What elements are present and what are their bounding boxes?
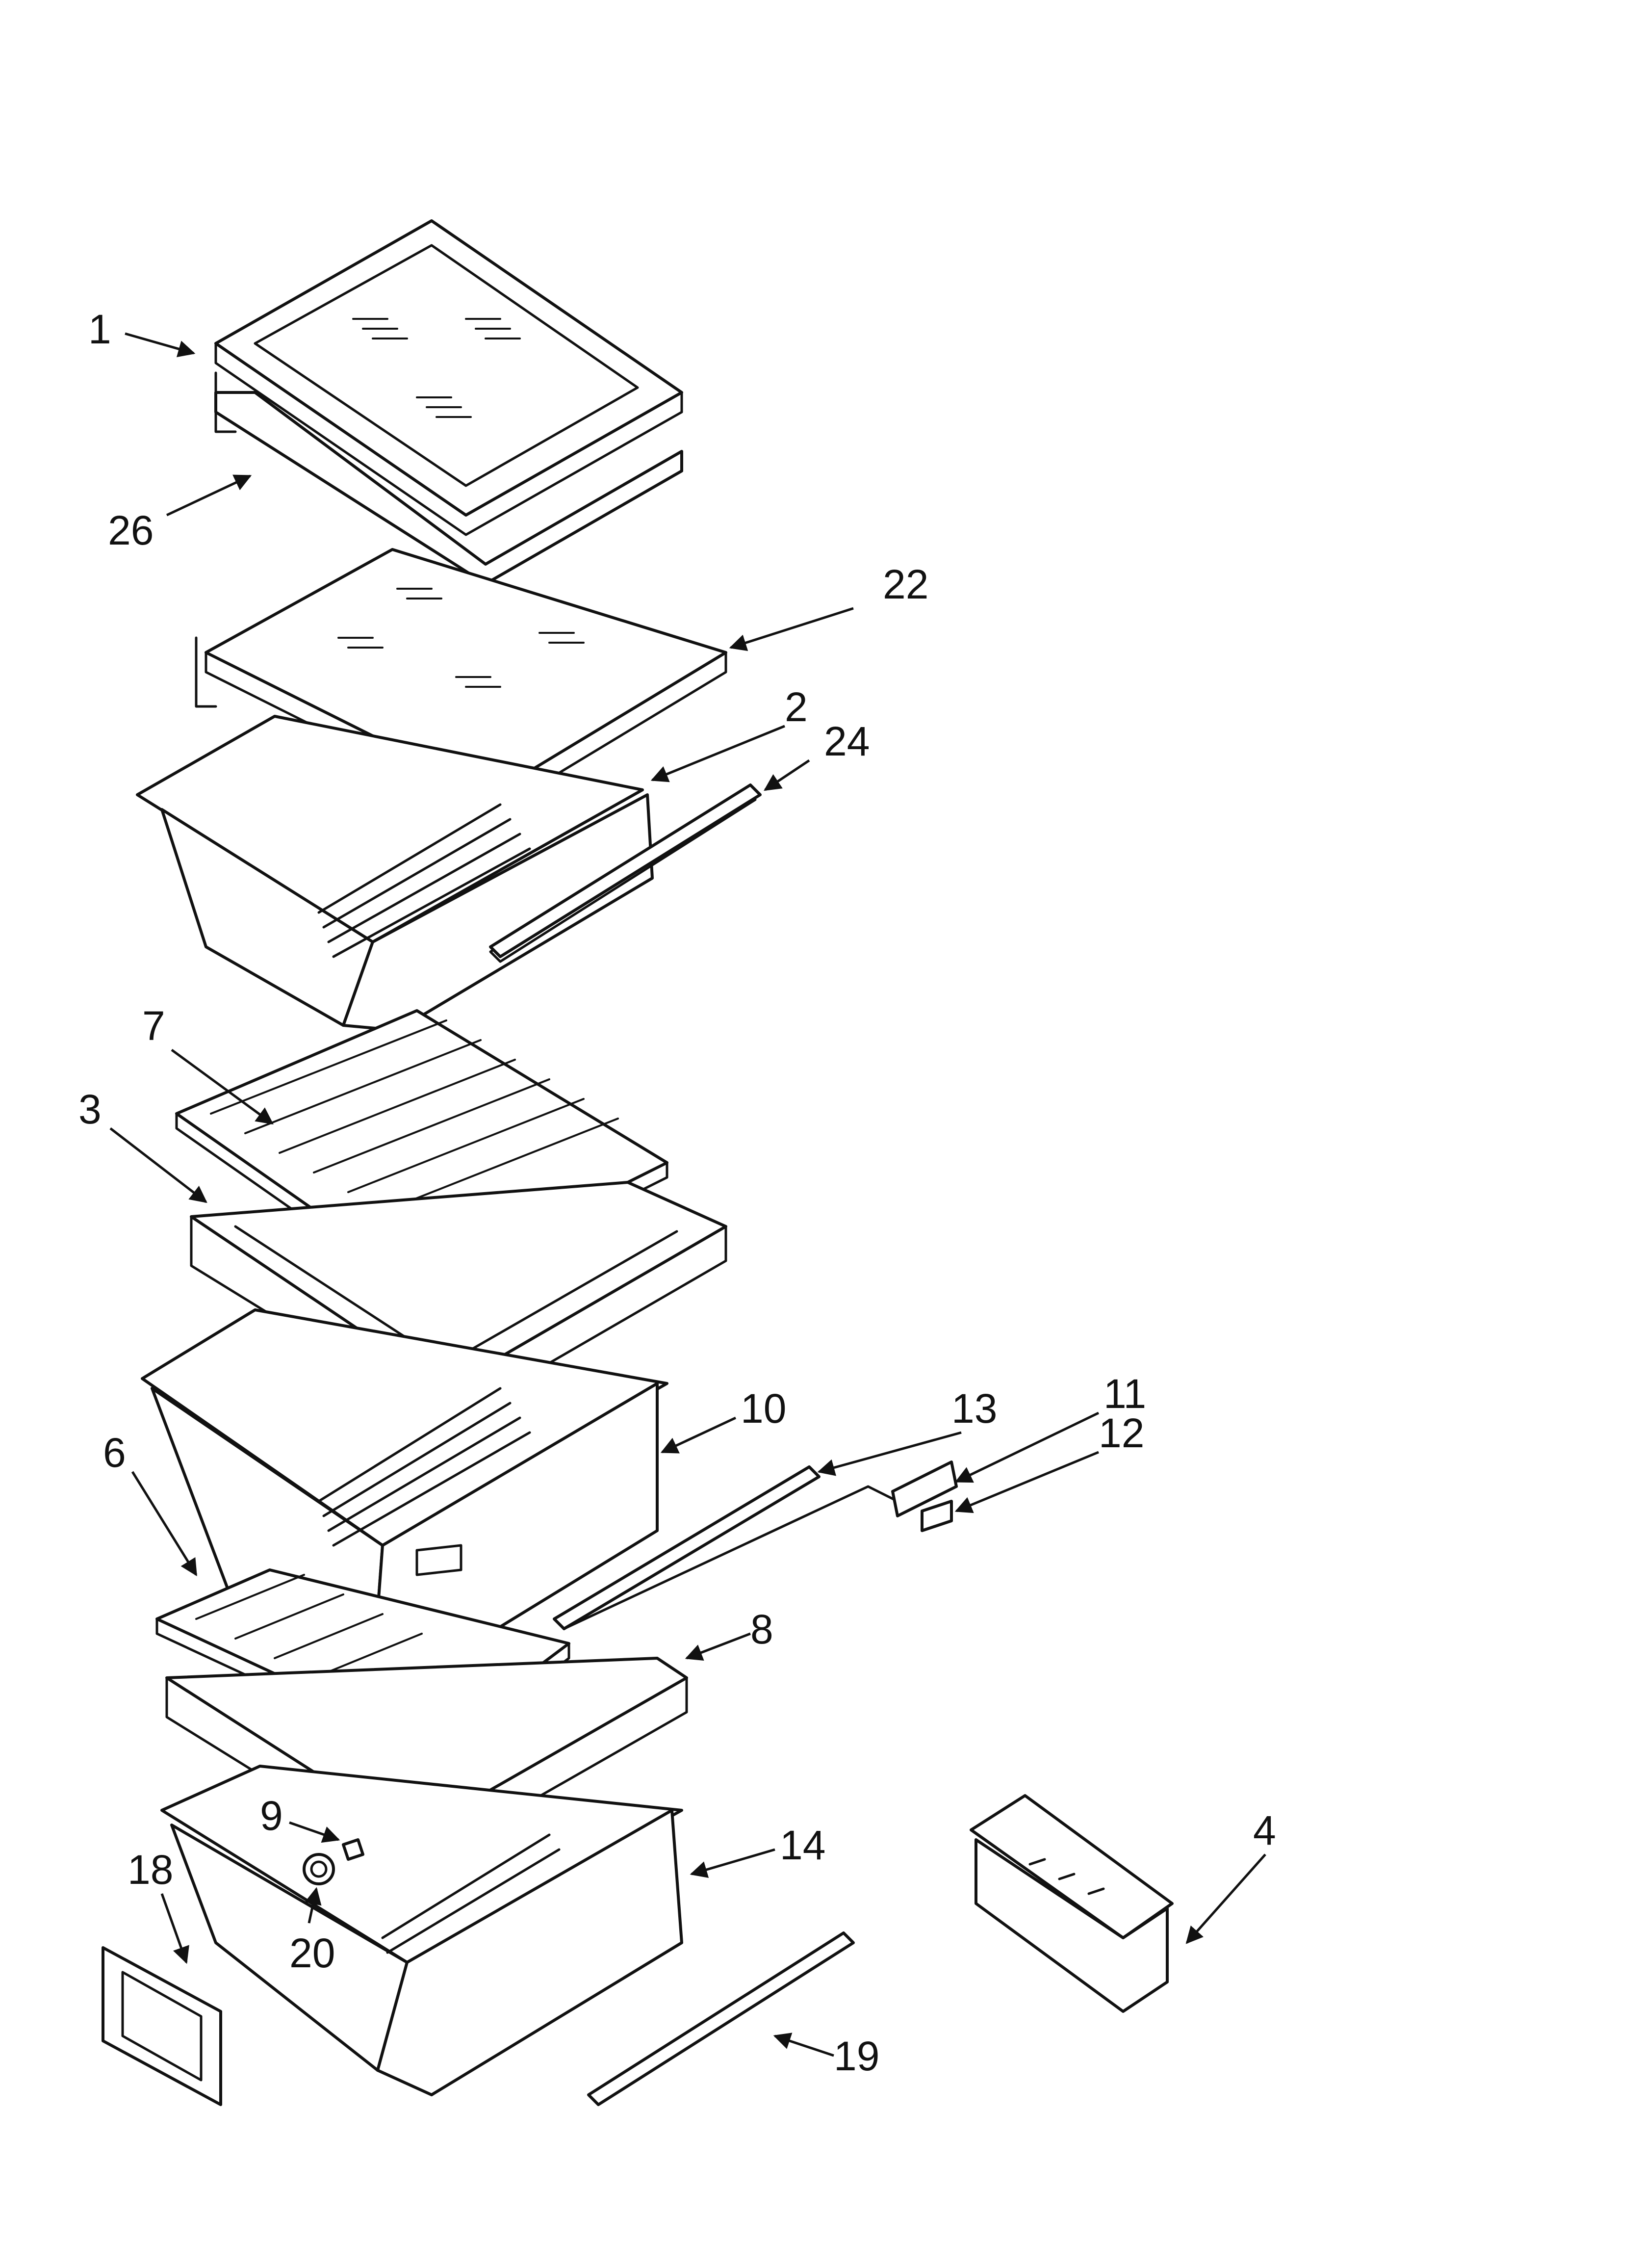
leader-lines: [109, 332, 1266, 2057]
callout-6: 6: [103, 1430, 126, 1476]
callout-20: 20: [289, 1930, 335, 1976]
leader-24: [764, 759, 810, 791]
part-9-knob-shaft: [342, 1838, 364, 1861]
callout-14: 14: [780, 1822, 825, 1868]
part-1-glass-shelf: [214, 219, 683, 536]
callout-18: 18: [128, 1847, 173, 1893]
callout-1: 1: [88, 306, 111, 352]
callout-10: 10: [741, 1385, 786, 1432]
callout-2: 2: [785, 684, 808, 730]
part-4-storage-bin: [970, 1794, 1174, 2013]
part-18-label-frame: [102, 1946, 222, 2106]
callout-labels: 1 2 3 4 6 7 8 9 10 11 12 13 14 18 19 20 …: [78, 306, 1276, 2079]
leader-7: [171, 1048, 274, 1125]
callout-13: 13: [951, 1385, 997, 1432]
leader-18: [160, 1893, 189, 1964]
part-2-upper-crisper-drawer: [136, 715, 757, 1032]
leader-11: [954, 1411, 1100, 1483]
leader-19: [773, 2033, 834, 2057]
leader-2: [650, 725, 785, 782]
leader-22: [729, 607, 854, 652]
part-13-humidity-control: [553, 1465, 899, 1630]
leader-12: [954, 1451, 1099, 1513]
part-12-clip: [921, 1500, 953, 1532]
callout-22: 22: [883, 561, 928, 607]
part-20-control-knob: [303, 1853, 335, 1885]
callout-7: 7: [142, 1003, 165, 1049]
leader-20: [305, 1887, 322, 1924]
callout-12: 12: [1099, 1410, 1144, 1456]
leader-9: [289, 1821, 340, 1843]
part-26-shelf-frame: [214, 371, 683, 585]
part-11-slide: [891, 1460, 958, 1517]
leader-3: [109, 1127, 207, 1203]
callout-3: 3: [78, 1086, 102, 1132]
part-14-bottom-crisper-drawer: [160, 1765, 683, 2096]
callout-11: 11: [1103, 1371, 1146, 1417]
leader-1: [125, 332, 196, 358]
callout-24: 24: [824, 718, 870, 764]
leader-10: [660, 1416, 737, 1454]
leader-14: [690, 1848, 775, 1878]
leader-6: [131, 1471, 198, 1576]
callout-4: 4: [1253, 1807, 1276, 1853]
leader-26: [166, 474, 252, 517]
part-24-drawer-handle: [489, 783, 762, 958]
leader-4: [1185, 1853, 1266, 1944]
callout-8: 8: [750, 1606, 773, 1652]
leader-8: [685, 1632, 751, 1661]
callout-19: 19: [834, 2033, 879, 2079]
callout-9: 9: [260, 1793, 283, 1839]
part-19-drawer-handle: [587, 1931, 855, 2106]
callout-26: 26: [108, 507, 154, 553]
leader-13: [817, 1431, 962, 1476]
